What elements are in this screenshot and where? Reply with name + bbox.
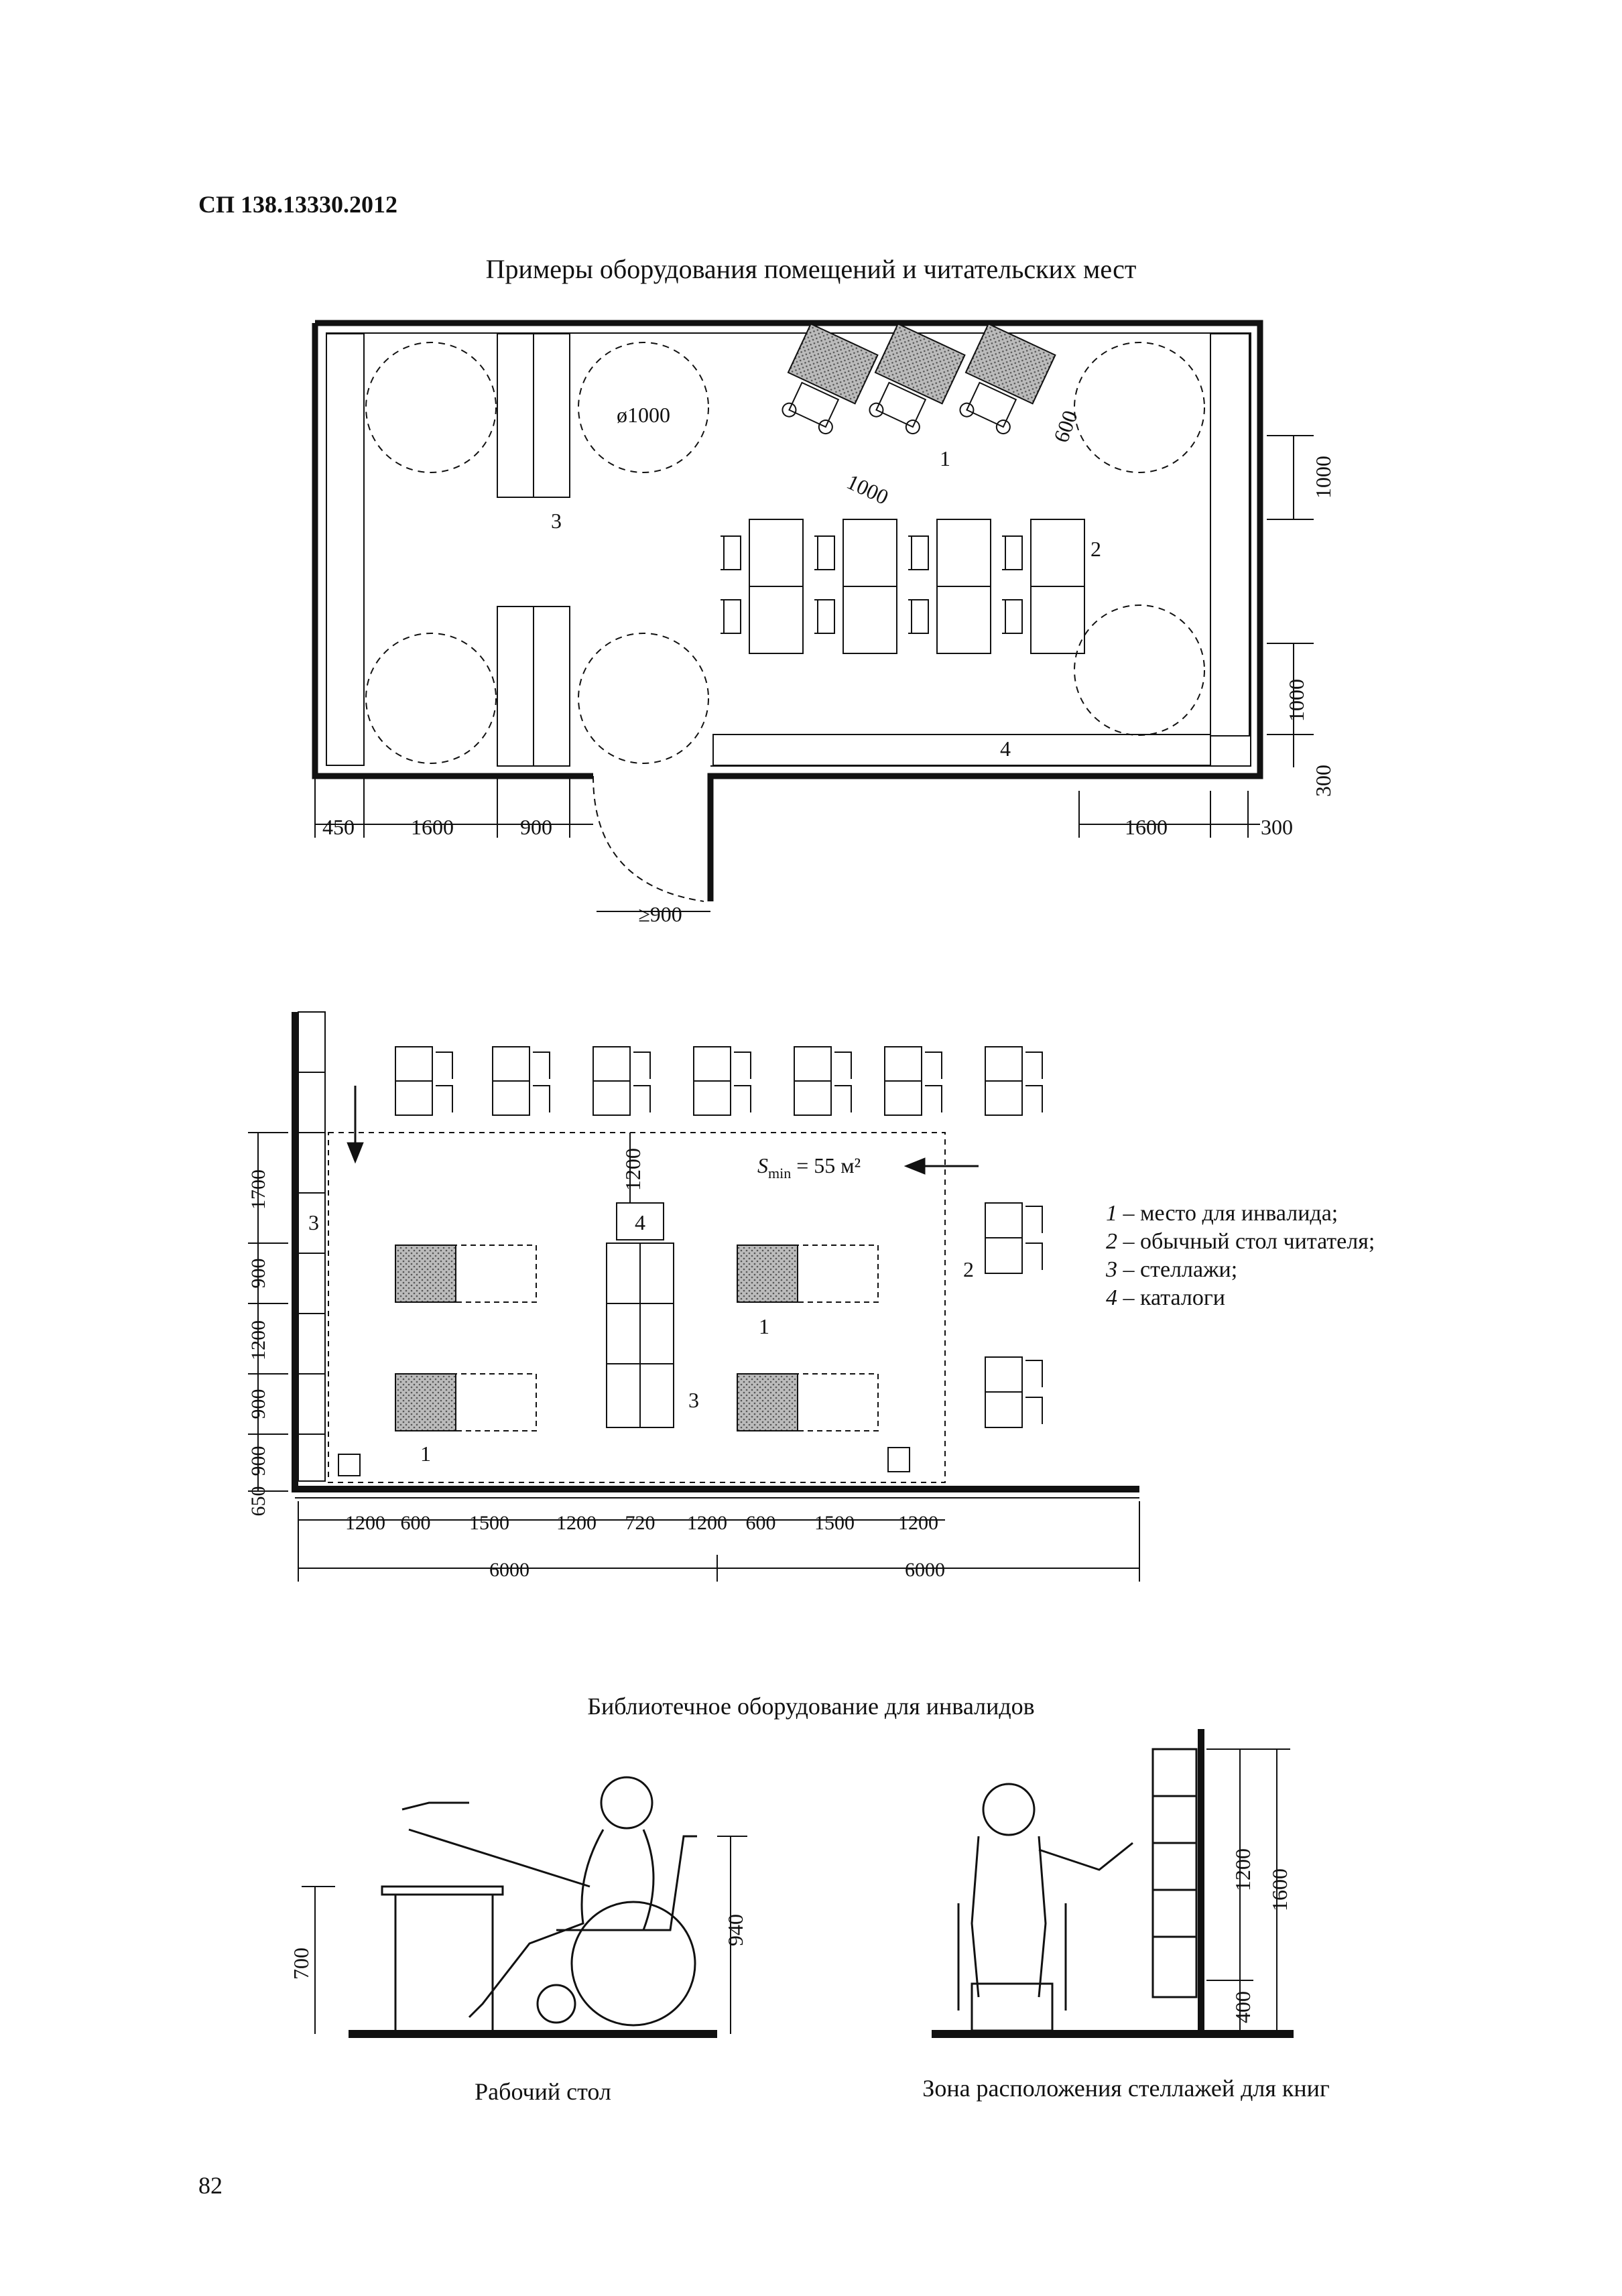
dim-1200-vertical: 1200 xyxy=(621,1148,645,1191)
dim-diag-600: 600 xyxy=(1049,407,1082,446)
dim-1000-top: 1000 xyxy=(1311,456,1335,499)
accessible-desks xyxy=(782,322,1056,435)
svg-text:900: 900 xyxy=(247,1259,269,1289)
equipment-title: Библиотечное оборудование для инвалидов xyxy=(587,1693,1035,1720)
bottom-dims: 1200 600 1500 1200 720 1200 600 1500 120… xyxy=(345,1512,945,1581)
svg-text:900: 900 xyxy=(247,1446,269,1476)
label-1-left: 1 xyxy=(420,1442,431,1466)
label-4: 4 xyxy=(1000,737,1011,761)
label-2: 2 xyxy=(963,1257,974,1281)
svg-text:600: 600 xyxy=(401,1512,431,1534)
plan-2-labels: 3 4 3 1 1 2 1200 Smin = 55 м² 1700 900 1… xyxy=(247,1148,974,1581)
left-dims: 1700 900 1200 900 900 650 xyxy=(247,1169,269,1517)
label-1-right: 1 xyxy=(759,1314,769,1338)
shelf-right xyxy=(1210,333,1250,737)
dim-door: ≥900 xyxy=(638,902,682,926)
turning-circles xyxy=(365,342,1205,764)
dim-300-vertical: 300 xyxy=(1311,765,1335,797)
svg-text:900: 900 xyxy=(247,1389,269,1419)
shelf-center-top-a xyxy=(497,333,534,498)
legend: 1 – место для инвалида; 2 – обычный стол… xyxy=(1106,1200,1375,1312)
label-3: 3 xyxy=(551,509,562,533)
reading-tables xyxy=(721,519,1085,654)
section-title: Примеры оборудования помещений и читател… xyxy=(485,254,1137,284)
dim-940: 940 xyxy=(723,1914,747,1946)
svg-text:6000: 6000 xyxy=(489,1559,529,1581)
svg-text:1200: 1200 xyxy=(687,1512,727,1534)
center-shelves xyxy=(606,1202,674,1428)
dim-1000-bottom: 1000 xyxy=(1284,679,1308,722)
dim-450: 450 xyxy=(322,815,355,839)
label-3-wall: 3 xyxy=(308,1210,319,1234)
dim-1600: 1600 xyxy=(1267,1868,1292,1911)
svg-text:650: 650 xyxy=(247,1486,269,1517)
desk-figure xyxy=(302,1776,747,2038)
svg-text:1700: 1700 xyxy=(247,1169,269,1210)
shelf-dims: 1200 1600 400 xyxy=(1231,1848,1292,2023)
shelf-caption: Зона расположения стеллажей для книг xyxy=(922,2075,1330,2102)
shelf-left xyxy=(326,333,365,766)
dim-900: 900 xyxy=(520,815,552,839)
label-4: 4 xyxy=(635,1210,645,1234)
label-1: 1 xyxy=(940,446,950,470)
document-code: СП 138.13330.2012 xyxy=(198,191,397,218)
plan-1-labels: ø1000 3 1 2 4 450 1600 900 1600 300 ≥900… xyxy=(322,403,1335,926)
shelf-center-bottom xyxy=(497,606,534,767)
dim-700: 700 xyxy=(289,1948,313,1980)
plan-1 xyxy=(312,320,1314,912)
circle-diameter-label: ø1000 xyxy=(617,403,670,427)
shelf-wall xyxy=(298,1011,326,1482)
dim-1600-left: 1600 xyxy=(411,815,454,839)
dim-300: 300 xyxy=(1261,815,1293,839)
svg-text:6000: 6000 xyxy=(905,1559,945,1581)
legend-item: 2 – обычный стол читателя; xyxy=(1106,1229,1375,1254)
svg-text:1200: 1200 xyxy=(247,1320,269,1360)
svg-text:600: 600 xyxy=(746,1512,776,1534)
label-3-center: 3 xyxy=(688,1388,699,1412)
svg-text:1200: 1200 xyxy=(898,1512,938,1534)
top-row-tables xyxy=(395,1046,1043,1116)
desk-dims: 700 940 xyxy=(289,1914,747,1980)
right-tables xyxy=(985,1202,1043,1428)
svg-text:720: 720 xyxy=(625,1512,656,1534)
smin-label: Smin = 55 м² xyxy=(757,1153,861,1182)
desk-caption: Рабочий стол xyxy=(475,2078,611,2105)
legend-item: 1 – место для инвалида; xyxy=(1106,1201,1338,1226)
legend-item: 3 – стеллажи; xyxy=(1106,1257,1238,1282)
svg-text:1200: 1200 xyxy=(556,1512,597,1534)
svg-text:1500: 1500 xyxy=(814,1512,855,1534)
svg-text:Smin = 55 м²: Smin = 55 м² xyxy=(757,1153,861,1182)
accessible-tables xyxy=(395,1245,879,1431)
shelf-figure xyxy=(932,1729,1294,2038)
dim-1600-right: 1600 xyxy=(1125,815,1168,839)
legend-item: 4 – каталоги xyxy=(1106,1285,1225,1310)
page-number: 82 xyxy=(198,2172,223,2199)
dim-diag-1000: 1000 xyxy=(843,469,892,509)
dim-400: 400 xyxy=(1231,1991,1255,2023)
dim-1200: 1200 xyxy=(1231,1848,1255,1891)
plan-2 xyxy=(248,1011,1140,1582)
svg-text:1200: 1200 xyxy=(345,1512,385,1534)
catalog-counter xyxy=(712,734,1211,766)
svg-text:1500: 1500 xyxy=(469,1512,509,1534)
label-2: 2 xyxy=(1090,537,1101,561)
